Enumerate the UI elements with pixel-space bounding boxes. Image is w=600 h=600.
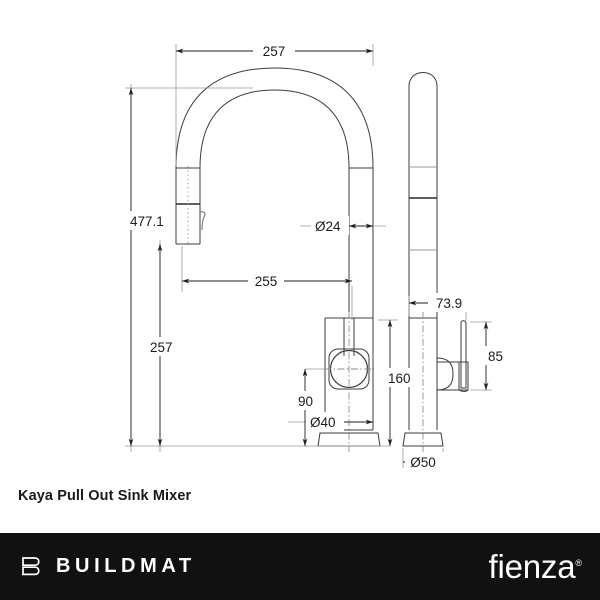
dimension-labels: 257 477.1 257 Ø24 255 90 Ø40 160 73.9: [125, 41, 512, 471]
spout-inner-profile: [199, 89, 350, 318]
side-view-geometry: [402, 72, 469, 452]
buildmat-b-logo-icon: [19, 554, 47, 580]
dim-label-lever-height: 85: [488, 349, 503, 364]
technical-drawing-svg: 257 477.1 257 Ø24 255 90 Ø40 160 73.9: [125, 41, 512, 471]
dim-label-spout-reach: 255: [255, 274, 278, 289]
front-view-geometry: [175, 67, 381, 452]
dim-label-overall-height: 477.1: [130, 214, 164, 229]
fienza-registered-mark: ®: [575, 557, 582, 568]
side-handle-arm: [437, 361, 469, 391]
side-handle-arm-taper: [458, 389, 469, 392]
dim-label-base-dia: Ø50: [410, 455, 436, 470]
technical-drawing-area: 257 477.1 257 Ø24 255 90 Ø40 160 73.9: [125, 41, 512, 471]
dim-label-spout-height: 257: [150, 340, 173, 355]
product-title: Kaya Pull Out Sink Mixer: [18, 488, 192, 504]
buildmat-wordmark: BUILDMAT: [56, 555, 196, 577]
side-handle-hub: [436, 357, 454, 391]
dim-label-body-height: 160: [388, 371, 411, 386]
buildmat-brand-lockup: BUILDMAT: [19, 554, 196, 580]
brand-footer-bar: BUILDMAT fienza®: [0, 533, 600, 600]
dim-label-spout-width: 257: [263, 44, 286, 59]
dim-label-body-dia: Ø40: [310, 415, 336, 430]
dim-label-handle-height: 90: [298, 394, 313, 409]
dim-label-spout-dia: Ø24: [315, 219, 341, 234]
sprayhead-trigger-tab: [199, 211, 206, 231]
side-lever-stem: [460, 320, 467, 389]
fienza-brand-lockup: fienza®: [489, 548, 583, 586]
dim-label-handle-projection: 73.9: [436, 296, 462, 311]
fienza-wordmark-text: fienza: [488, 547, 576, 585]
side-spout-outline: [408, 72, 438, 319]
spout-outer-profile: [175, 67, 374, 318]
